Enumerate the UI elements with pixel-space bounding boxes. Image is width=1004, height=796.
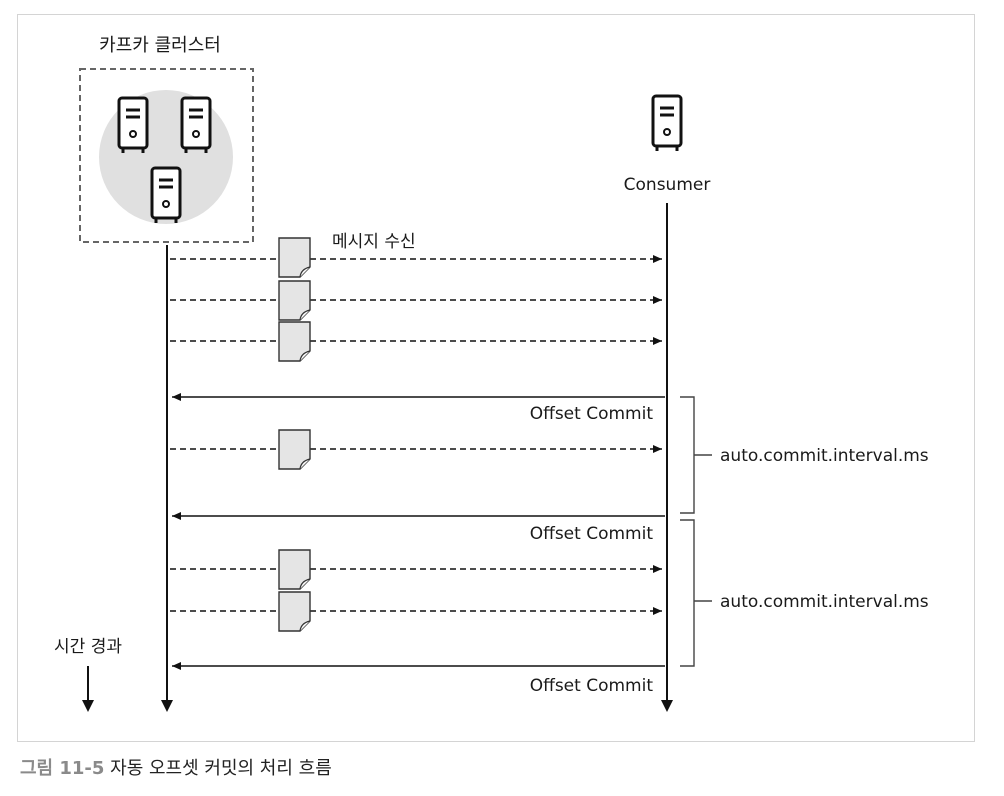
consumer-server-icon: [651, 94, 683, 153]
offset-commit-label: Offset Commit: [530, 404, 654, 424]
diagram-frame: [17, 14, 975, 742]
message-document-icon: [278, 429, 311, 470]
broker-server-icon: [150, 166, 182, 225]
cluster-box: [79, 68, 254, 243]
consumer-lifeline-arrow: [661, 700, 673, 712]
time-arrow-head: [82, 700, 94, 712]
interval-label: auto.commit.interval.ms: [720, 446, 929, 466]
cluster-label: 카프카 클러스터: [99, 35, 221, 56]
message-document-icon: [278, 280, 311, 321]
interval-bracket: [680, 396, 695, 514]
offset-commit-label: Offset Commit: [530, 676, 654, 696]
figure-number: 그림 11-5: [20, 758, 105, 779]
message-document-icon: [278, 237, 311, 278]
receive-messages-label: 메시지 수신: [332, 232, 416, 252]
broker-server-icon: [117, 96, 149, 155]
cluster-lifeline-arrow: [161, 700, 173, 712]
message-document-icon: [278, 321, 311, 362]
figure-caption-text: 자동 오프셋 커밋의 처리 흐름: [104, 758, 332, 779]
broker-server-icon: [180, 96, 212, 155]
message-document-icon: [278, 591, 311, 632]
interval-bracket: [680, 519, 695, 667]
interval-label: auto.commit.interval.ms: [720, 592, 929, 612]
offset-commit-label: Offset Commit: [530, 524, 654, 544]
consumer-label: Consumer: [624, 175, 711, 195]
time-label: 시간 경과: [54, 637, 122, 657]
figure-caption: 그림 11-5 자동 오프셋 커밋의 처리 흐름: [20, 754, 332, 780]
message-document-icon: [278, 549, 311, 590]
